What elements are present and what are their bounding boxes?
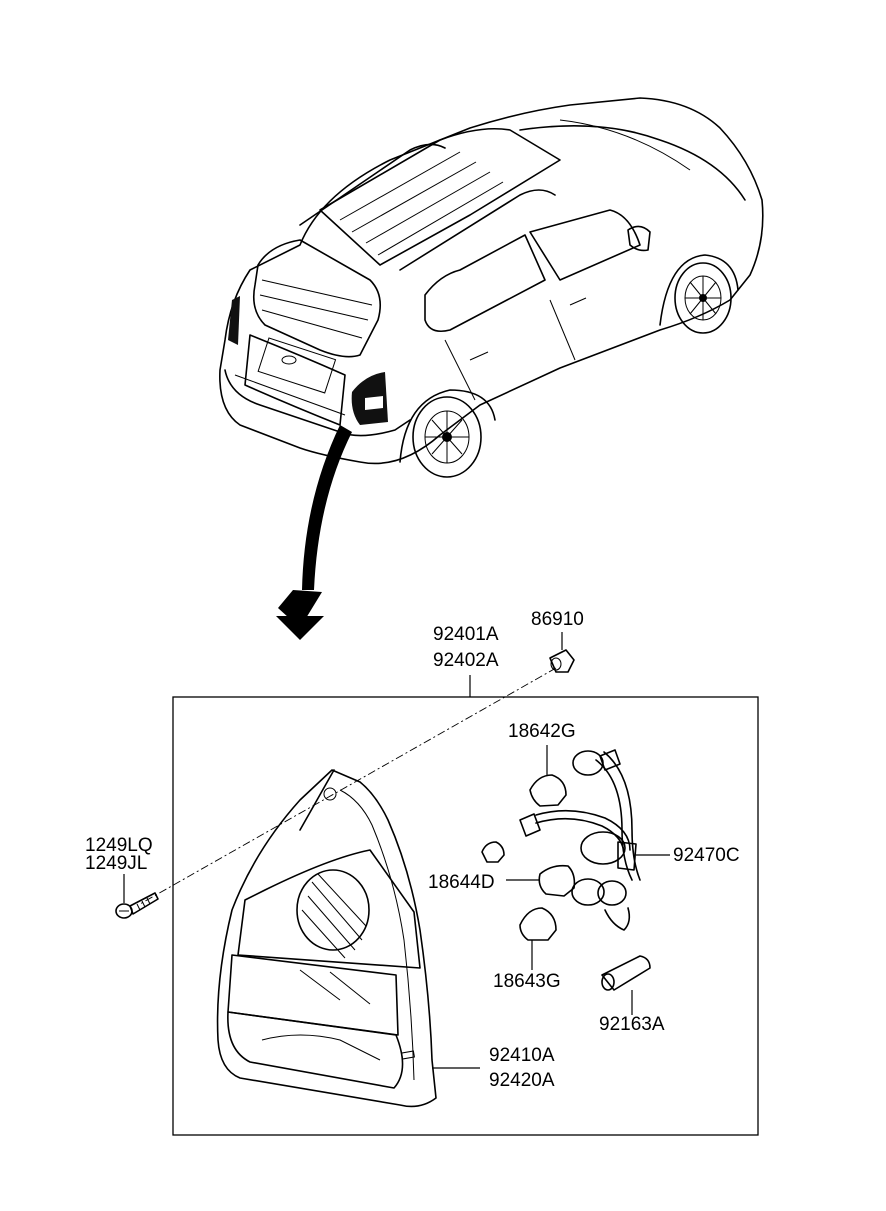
part-number-lens-housing-2: 92420A: [489, 1070, 555, 1091]
curved-arrow-icon: [276, 425, 352, 640]
part-number-screw-2: 1249JL: [85, 853, 148, 874]
part-number-bulb-turn: 18643G: [493, 971, 561, 992]
socket-wiring-icon: [519, 749, 641, 931]
cap-icon: [601, 955, 651, 991]
clip-nut-icon: [549, 649, 575, 673]
parts-frame: [172, 696, 759, 1136]
part-number-screw-1: 1249LQ: [85, 835, 153, 856]
part-number-lamp-assy-1: 92401A: [433, 624, 499, 645]
assembly-centerline: [139, 667, 557, 905]
bulb-icon-stop-tail: [529, 774, 567, 807]
bulb-icon-small: [481, 841, 505, 863]
part-number-bulb-side: 18644D: [428, 872, 495, 893]
part-number-lens-housing-1: 92410A: [489, 1045, 555, 1066]
part-number-bulb-stop-tail: 18642G: [508, 721, 576, 742]
bulb-icon-turn: [519, 907, 557, 941]
screw-icon: [115, 892, 159, 919]
bulb-icon-side: [538, 864, 576, 897]
tail-lamp-icon: [216, 769, 437, 1108]
part-number-socket-wiring: 92470C: [673, 845, 740, 866]
part-number-lamp-assy-2: 92402A: [433, 650, 499, 671]
part-number-cap: 92163A: [599, 1014, 665, 1035]
suv-rear-view-icon: [219, 97, 764, 478]
part-number-nut: 86910: [531, 609, 584, 630]
